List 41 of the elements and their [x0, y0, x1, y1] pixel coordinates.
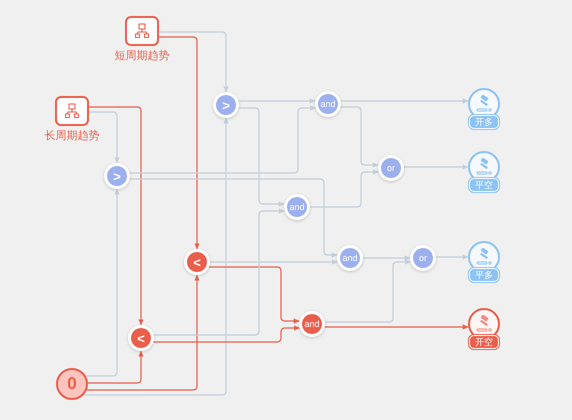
connector-arrow: [340, 106, 379, 168]
source-label: 长周期趋势: [44, 130, 100, 143]
connector-arrow: [159, 36, 200, 250]
action-badge: 平空: [469, 178, 499, 192]
connector-arrow: [130, 105, 316, 174]
operator-node: and: [299, 311, 325, 337]
connector-arrow: [88, 350, 144, 384]
operator-node: >: [213, 92, 239, 118]
connector-arrow: [89, 111, 120, 164]
connector-arrow: [310, 169, 379, 208]
connector-arrow: [363, 255, 410, 261]
connector-arrow: [209, 266, 300, 324]
connector-arrow: [86, 188, 120, 377]
operator-node: or: [378, 155, 404, 181]
connector-arrow: [130, 178, 338, 258]
connector-arrow: [153, 325, 300, 343]
connector-arrow: [84, 118, 229, 396]
connector-arrow: [89, 106, 144, 326]
operator-node: or: [410, 245, 436, 271]
operator-node: <: [184, 249, 210, 275]
operator-node: <: [128, 325, 154, 351]
operator-node: and: [337, 245, 363, 271]
connector-arrow: [154, 208, 285, 336]
connector-arrow: [86, 274, 200, 391]
connector-arrow: [238, 98, 316, 104]
connector-arrow: [238, 107, 285, 207]
source-label: 短周期趋势: [114, 50, 170, 63]
action-badge: 开多: [469, 115, 499, 129]
constant-node: 0: [56, 368, 88, 400]
connector-arrow: [324, 324, 469, 330]
connector-arrow: [404, 164, 468, 170]
operator-node: and: [284, 194, 310, 220]
action-badge: 平多: [469, 268, 499, 282]
operator-node: >: [104, 163, 130, 189]
connector-arrow: [159, 31, 229, 92]
connector-arrow: [210, 259, 338, 265]
operator-node: and: [315, 91, 341, 117]
connector-arrow: [324, 259, 411, 323]
connector-arrow: [436, 254, 468, 260]
action-badge: 开空: [469, 335, 499, 349]
connector-arrow: [340, 98, 469, 104]
